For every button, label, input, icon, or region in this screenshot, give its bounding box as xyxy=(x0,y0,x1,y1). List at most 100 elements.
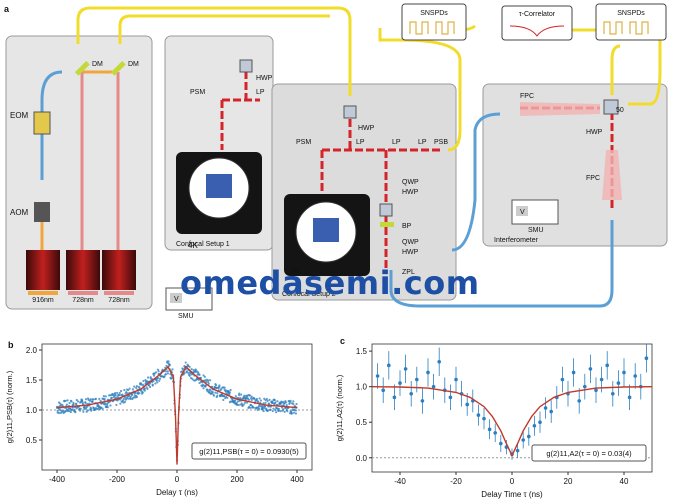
data-point xyxy=(532,423,537,428)
data-point xyxy=(295,402,298,406)
data-point xyxy=(214,384,218,387)
x-tick-label: -40 xyxy=(394,477,406,486)
data-point xyxy=(104,402,107,405)
data-point xyxy=(73,408,76,411)
data-point xyxy=(203,375,206,378)
interferometer-label: Interferometer xyxy=(494,237,539,244)
data-point xyxy=(275,411,278,414)
data-point xyxy=(289,399,292,402)
data-point xyxy=(398,381,402,385)
data-point xyxy=(56,409,59,413)
panel-label-c: c xyxy=(340,336,345,346)
data-point xyxy=(521,438,525,442)
data-point xyxy=(209,388,212,391)
data-point xyxy=(409,391,414,396)
data-point xyxy=(222,398,225,402)
data-point xyxy=(143,387,146,390)
dichroic-mirror-1 xyxy=(74,60,90,76)
laser-728a-label: 728nm xyxy=(72,297,94,304)
data-point xyxy=(152,374,156,377)
data-point xyxy=(277,407,280,410)
data-point xyxy=(258,397,261,400)
data-point xyxy=(118,394,121,397)
x-tick-label: -200 xyxy=(109,475,126,484)
fit-line xyxy=(371,386,653,458)
dichroic-mirror-2 xyxy=(110,60,126,76)
x-tick-label: 0 xyxy=(175,475,180,484)
data-point xyxy=(131,388,134,391)
data-point xyxy=(277,409,280,412)
data-point xyxy=(103,398,106,401)
data-point xyxy=(259,399,263,402)
lp-label-2: LP xyxy=(356,139,365,146)
data-point xyxy=(257,407,261,410)
data-point xyxy=(218,385,221,388)
data-point xyxy=(214,391,217,394)
data-point xyxy=(240,393,243,396)
data-point xyxy=(198,373,201,376)
y-tick-label: 0.5 xyxy=(356,418,368,427)
data-point xyxy=(163,375,166,378)
lp-label-4: LP xyxy=(418,139,427,146)
hwp-label-1: HWP xyxy=(256,75,273,82)
data-point xyxy=(89,398,92,401)
data-point xyxy=(229,388,232,392)
data-point xyxy=(99,399,102,402)
data-point xyxy=(262,409,265,413)
data-point xyxy=(133,385,136,388)
data-point xyxy=(252,406,255,409)
data-point xyxy=(264,401,267,404)
data-point xyxy=(244,401,247,404)
data-point xyxy=(209,379,212,382)
data-point xyxy=(165,364,168,367)
data-point xyxy=(211,390,214,394)
zpl-label: ZPL xyxy=(402,269,415,276)
smu-2-display xyxy=(170,293,182,303)
laser-728nm-a: 728nm xyxy=(66,250,100,304)
data-point xyxy=(79,409,82,412)
annotation-text: g(2)11,PSB(τ = 0) = 0.0930(5) xyxy=(199,447,299,456)
data-point xyxy=(113,392,117,395)
data-point xyxy=(131,393,134,397)
data-point xyxy=(90,409,93,412)
data-point xyxy=(115,391,119,395)
x-axis-label: Delay Time τ (ns) xyxy=(481,490,543,499)
x-tick-label: -20 xyxy=(450,477,462,486)
annotation-text: g(2)11,A2(τ = 0) = 0.03(4) xyxy=(546,449,632,458)
data-point xyxy=(106,404,109,407)
data-point xyxy=(527,434,531,439)
data-point xyxy=(294,412,298,415)
data-point xyxy=(138,392,141,395)
data-point xyxy=(265,397,268,401)
data-point xyxy=(247,398,251,401)
laser-paths xyxy=(40,70,120,250)
data-point xyxy=(476,413,481,417)
data-point xyxy=(226,396,229,399)
data-point xyxy=(223,386,226,389)
fpc-label-2: FPC xyxy=(586,175,600,182)
data-point xyxy=(292,402,295,406)
watermark: omedasemi.com xyxy=(180,264,480,302)
data-point xyxy=(268,398,271,401)
data-point xyxy=(616,381,621,385)
data-point xyxy=(549,409,553,414)
data-point xyxy=(269,408,272,411)
data-point xyxy=(154,371,158,374)
data-point xyxy=(271,409,274,413)
data-point xyxy=(154,382,157,385)
data-point xyxy=(248,394,251,397)
cryostat-1-temp: 4K xyxy=(188,241,198,250)
data-point xyxy=(286,410,289,413)
smu-1-display xyxy=(516,206,528,216)
data-point xyxy=(123,400,127,404)
data-point xyxy=(392,395,397,400)
data-point xyxy=(292,411,296,414)
data-point xyxy=(207,379,210,382)
hwp-label-2: HWP xyxy=(358,125,375,132)
data-point xyxy=(415,377,419,382)
data-point xyxy=(403,367,408,371)
data-point xyxy=(167,360,170,363)
y-tick-label: 0.0 xyxy=(356,454,368,463)
data-point xyxy=(69,407,72,410)
